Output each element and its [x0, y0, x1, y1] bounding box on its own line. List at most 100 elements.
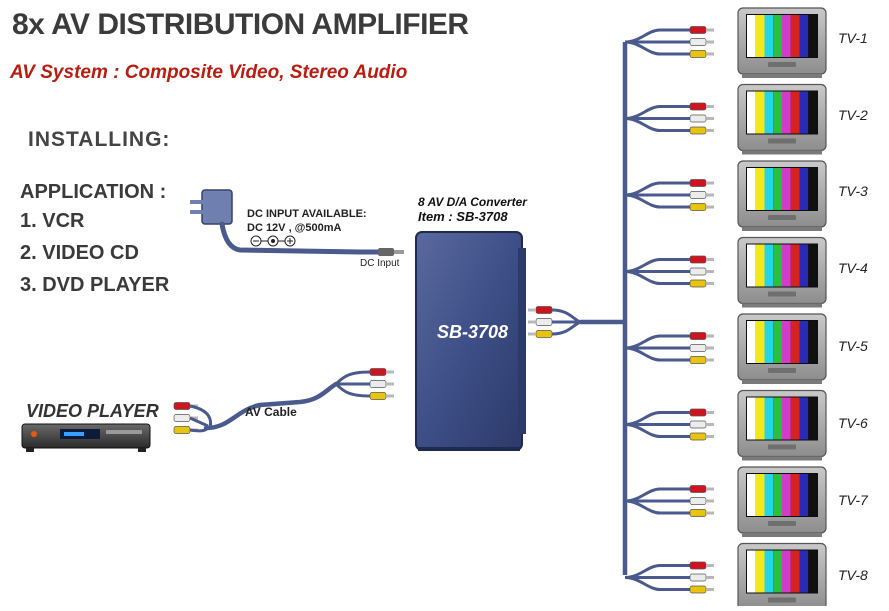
branch-cable [624, 564, 690, 579]
rca-plug-body [689, 203, 707, 211]
rca-plug [528, 306, 553, 314]
rca-plug-tip [706, 117, 714, 120]
tv-color-bar [808, 168, 817, 210]
tv-color-bar [764, 474, 774, 516]
tv-color-bar [747, 91, 756, 134]
rca-plug-tip [386, 382, 394, 386]
rca-plug-body [689, 255, 707, 264]
rca-plug [689, 279, 714, 288]
rca-plug-body [689, 279, 707, 288]
rca-plug [689, 497, 714, 505]
rca-plug [689, 50, 714, 58]
rca-plug-body [689, 332, 707, 340]
tv-color-bar [764, 321, 774, 363]
tv-color-bar [790, 550, 800, 593]
dc-input-available: DC INPUT AVAILABLE: [247, 208, 367, 220]
rca-plug-tip [706, 588, 714, 591]
rca-plug [689, 585, 714, 594]
rca-plug-body [689, 38, 707, 46]
tv-set [737, 7, 827, 78]
tv-color-bar [747, 474, 756, 516]
application-item: 3. DVD PLAYER [20, 274, 170, 296]
input-lead [334, 370, 371, 386]
rca-plug [369, 368, 394, 376]
rca-plug [689, 432, 714, 441]
rca-plug [689, 408, 714, 417]
rca-plug [689, 179, 714, 187]
tv-color-bar [747, 397, 756, 440]
rca-plug-tip [706, 423, 714, 426]
video-player [21, 423, 151, 452]
tv-color-bar [782, 321, 791, 363]
tv-color-bar [773, 550, 782, 593]
tv-color-bar [808, 321, 817, 363]
tv-base [742, 74, 822, 78]
rca-plug [689, 420, 714, 429]
rca-plug-tip [706, 28, 714, 32]
rca-plug-tip [706, 435, 714, 438]
rca-plug [528, 318, 553, 326]
rca-plug-tip [706, 258, 714, 261]
plug-group [173, 26, 714, 594]
tv-label: TV-8 [838, 567, 868, 583]
tv-color-bar [799, 168, 809, 210]
converter-body-label: SB-3708 [437, 322, 509, 342]
tv-color-bar [764, 550, 774, 593]
input-lead [189, 404, 213, 429]
tv-base [742, 227, 822, 231]
branch-cable [624, 487, 690, 503]
rca-plug-body [689, 50, 707, 58]
input-lead [189, 416, 209, 428]
tv-control-panel [768, 521, 796, 526]
tv-base [742, 380, 822, 384]
rca-plug [689, 126, 714, 135]
rca-plug-body [689, 497, 707, 505]
tv-color-bar [755, 168, 765, 210]
rca-plug-body [689, 561, 707, 570]
rca-plug [689, 485, 714, 493]
rca-plug-body [535, 330, 553, 338]
rca-plug [689, 509, 714, 517]
rca-plug [689, 114, 714, 123]
tv-set [737, 542, 827, 611]
tv-control-panel [768, 444, 796, 450]
rca-plug [689, 267, 714, 276]
rca-plug-tip [528, 308, 536, 312]
tv-control-panel [768, 138, 796, 144]
dc-spec: DC 12V , @500mA [247, 222, 342, 234]
tv-base [742, 150, 822, 155]
tv-color-bar [755, 244, 765, 287]
tv-color-bar [799, 15, 809, 57]
rca-plug-body [689, 179, 707, 187]
rca-plug-body [173, 402, 191, 410]
input-lead [189, 426, 210, 433]
rca-plug-body [689, 114, 707, 123]
rca-plug-tip [706, 346, 714, 350]
tv-color-bar [782, 15, 791, 57]
tv-color-bar [790, 397, 800, 440]
tv-base [742, 456, 822, 461]
branch-cable [624, 105, 690, 120]
tv-color-bar [747, 550, 756, 593]
rca-plug-body [689, 126, 707, 135]
tv-label: TV-5 [838, 338, 868, 354]
rca-plug-body [173, 426, 191, 434]
input-plug-set [173, 368, 394, 434]
rca-plug [689, 332, 714, 340]
tv-color-bar [790, 474, 800, 516]
video-player-label: VIDEO PLAYER [26, 401, 159, 421]
rca-plug-body [689, 432, 707, 441]
rca-plug-set [689, 26, 714, 58]
tv-color-bar [799, 244, 809, 287]
tv-label: TV-2 [838, 107, 868, 123]
rca-plug-set [689, 255, 714, 288]
branch-cable [624, 193, 690, 209]
tv-color-bar [799, 321, 809, 363]
rca-plug-tip [706, 564, 714, 567]
rca-plug-set [528, 306, 553, 338]
rca-plug-body [535, 306, 553, 314]
rca-plug-set [689, 332, 714, 364]
converter-heading: 8 AV D/A Converter [418, 195, 527, 209]
converter-box [415, 231, 526, 451]
branch-cable [624, 40, 690, 56]
